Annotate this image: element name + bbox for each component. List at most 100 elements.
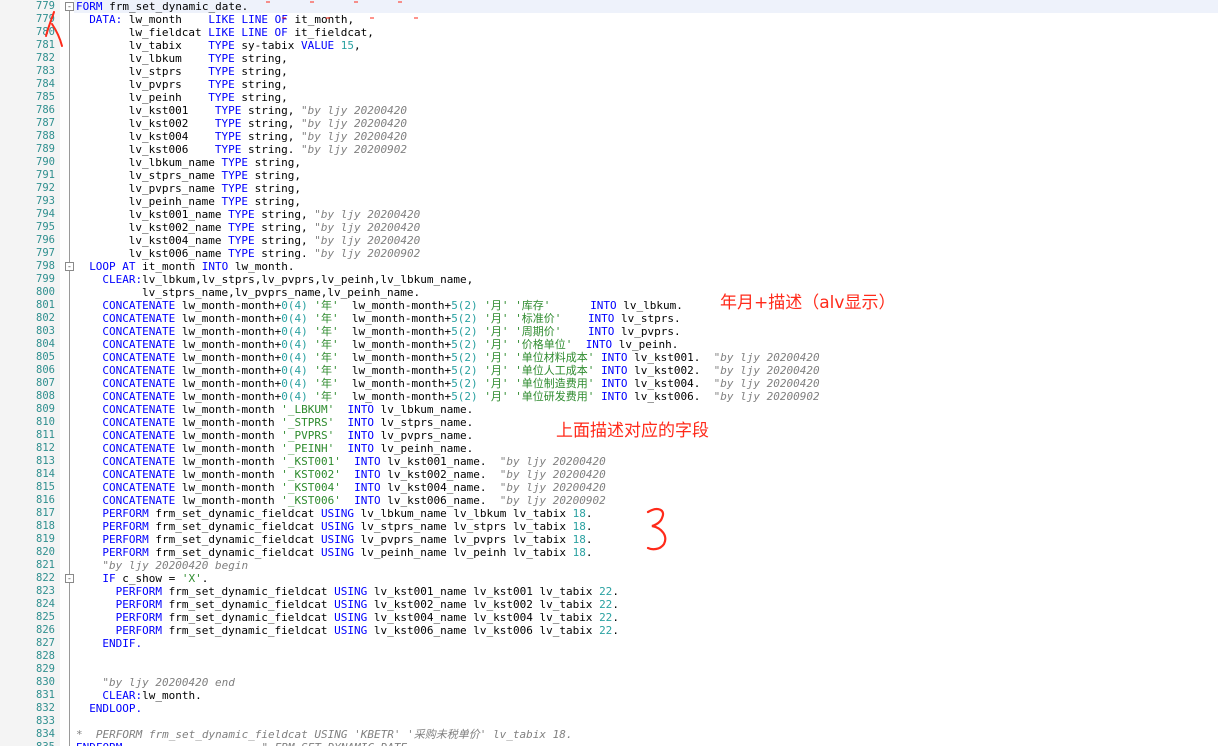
code-token: '月' (484, 338, 509, 351)
code-token: '_KST002' (281, 468, 341, 481)
code-token (550, 299, 590, 312)
code-line[interactable]: 779-FORM frm_set_dynamic_date. (0, 0, 1218, 13)
code-token: frm_set_dynamic_fieldcat (161, 624, 335, 637)
line-number: 811 (36, 429, 55, 441)
code-text: lv_lbkum_name TYPE string, (129, 156, 301, 169)
line-number: 803 (36, 325, 55, 337)
code-token: . (612, 598, 619, 611)
code-token: TYPE (208, 39, 235, 52)
fold-toggle-icon[interactable]: - (65, 574, 74, 583)
code-token: "by ljy 20200420 (713, 364, 820, 377)
code-text: CONCATENATE lw_month-month+0(4) '年' lw_m… (102, 390, 819, 403)
code-token: '_KST004' (281, 481, 341, 494)
code-line[interactable]: 808 CONCATENATE lw_month-month+0(4) '年' l… (0, 390, 1218, 403)
code-token: lw_month-month+ (338, 325, 452, 338)
code-token: lv_tabix (128, 39, 209, 52)
code-token: ENDIF. (102, 637, 143, 650)
code-token: lv_kst006_name. (380, 494, 500, 507)
line-number: 813 (36, 455, 55, 467)
code-token: frm_set_dynamic_fieldcat (148, 533, 321, 546)
fold-toggle-icon[interactable]: - (65, 2, 74, 11)
code-token: USING (334, 611, 368, 624)
line-number: 826 (36, 624, 55, 636)
code-token: "by ljy 20200420 (713, 377, 820, 390)
line-number: 820 (36, 546, 55, 558)
code-line[interactable]: 821"by ljy 20200420 begin (0, 559, 1218, 572)
code-line[interactable]: 798-LOOP AT it_month INTO lw_month. (0, 260, 1218, 273)
code-line[interactable]: 829 (0, 663, 1218, 676)
code-token: lv_kst001_name (128, 208, 229, 221)
code-token: lv_kst002. (627, 364, 714, 377)
code-token: lv_kst004. (627, 377, 714, 390)
code-token: TYPE (208, 52, 235, 65)
code-text: DATA: lw_month LIKE LINE OF it_month, (89, 13, 354, 26)
code-token: "by ljy 20200420 (713, 351, 820, 364)
code-line[interactable]: 822-IF c_show = 'X'. (0, 572, 1218, 585)
code-line[interactable]: 834* PERFORM frm_set_dynamic_fieldcat US… (0, 728, 1218, 741)
line-number: 792 (36, 182, 55, 194)
code-line[interactable]: 830"by ljy 20200420 end (0, 676, 1218, 689)
line-number: 786 (36, 104, 55, 116)
code-token: 15 (340, 39, 355, 52)
code-token: CONCATENATE (102, 494, 176, 507)
code-token: it_fieldcat, (287, 26, 374, 39)
code-line[interactable]: 828 (0, 650, 1218, 663)
line-number: 808 (36, 390, 55, 402)
code-line[interactable]: 835ENDFORM. " FRM_SET_DYNAMIC_DATE (0, 741, 1218, 746)
code-token: '单位研发费用' (515, 390, 595, 403)
code-token: 5(2) (451, 351, 478, 364)
fold-toggle-icon[interactable]: - (65, 262, 74, 271)
code-token: INTO (201, 260, 229, 273)
code-line[interactable]: 833 (0, 715, 1218, 728)
code-token: lw_month-month+ (338, 299, 452, 312)
